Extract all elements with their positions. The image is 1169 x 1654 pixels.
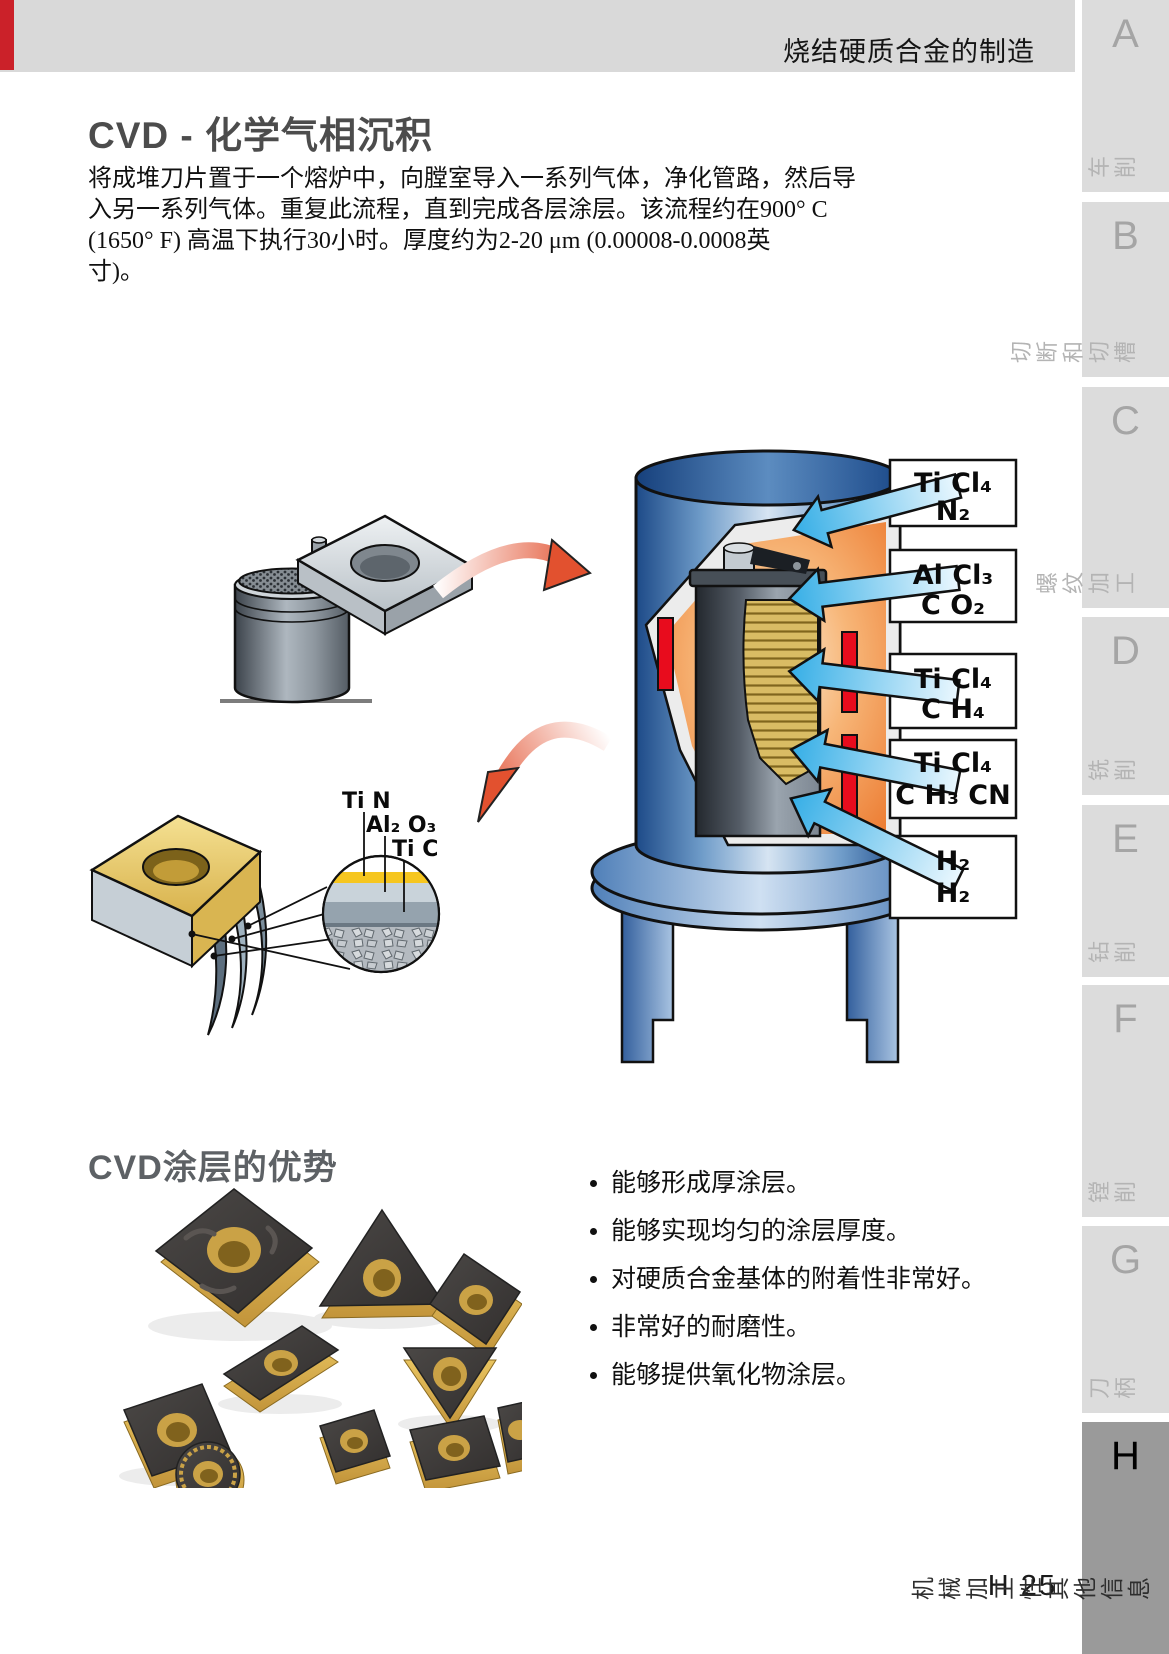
tab-letter: G bbox=[1109, 1238, 1142, 1282]
benefit-item: 能够实现均匀的涂层厚度。 bbox=[611, 1216, 1051, 1247]
tab-label: 铣削 bbox=[1086, 758, 1138, 781]
gas-label-3-line-2: C H₄ bbox=[921, 694, 985, 725]
header-band bbox=[0, 0, 1075, 72]
tab-label: 切断和切槽 bbox=[1008, 340, 1138, 363]
insert-photo-items bbox=[119, 1188, 522, 1488]
layer-label-al2o3: Al₂ O₃ bbox=[366, 813, 436, 838]
insert-stack-illustration bbox=[220, 514, 475, 704]
benefit-item: 能够提供氧化物涂层。 bbox=[611, 1360, 1051, 1391]
gas-label-3-line-1: Ti Cl₄ bbox=[914, 664, 992, 695]
gas-label-1-line-2: N₂ bbox=[936, 496, 970, 527]
uncoated-insert bbox=[295, 514, 475, 636]
tab-letter: E bbox=[1112, 817, 1139, 861]
tab-label: 钻削 bbox=[1086, 940, 1138, 963]
sidebar-tab-f-boring[interactable]: F 镗削 bbox=[1082, 985, 1169, 1217]
coated-insert-illustration: Ti N Al₂ O₃ Ti C bbox=[89, 789, 441, 1036]
page-title: CVD - 化学气相沉积 bbox=[88, 114, 433, 156]
tab-letter: B bbox=[1112, 214, 1139, 258]
gas-label-boxes bbox=[888, 458, 1018, 920]
gas-label-4-line-1: Ti Cl₄ bbox=[914, 748, 992, 779]
furnace-illustration bbox=[590, 449, 930, 1064]
gas-label-1-line-1: Ti Cl₄ bbox=[914, 468, 992, 499]
process-arrow-out bbox=[477, 721, 613, 823]
sidebar-tab-g-tooling[interactable]: G 刀柄 bbox=[1082, 1226, 1169, 1413]
sidebar-tab-c-threading[interactable]: C 螺纹加工 bbox=[1035, 387, 1169, 608]
tab-letter: H bbox=[1111, 1434, 1140, 1478]
tab-letter: F bbox=[1113, 997, 1138, 1041]
tab-label: 镗削 bbox=[1086, 1180, 1138, 1203]
tab-letter: D bbox=[1111, 629, 1140, 673]
coated-inserts-photo bbox=[119, 1188, 522, 1488]
cvd-furnace-diagram: Ti Cl₄ N₂ Al Cl₃ C O₂ Ti Cl₄ C H₄ Ti Cl₄… bbox=[89, 449, 1018, 1064]
benefits-title: CVD涂层的优势 bbox=[88, 1149, 338, 1188]
layer-label-tic: Ti C bbox=[392, 837, 438, 862]
tab-letter: A bbox=[1112, 12, 1139, 56]
gas-arrows bbox=[787, 472, 965, 893]
tab-letter: C bbox=[1111, 399, 1140, 443]
sidebar-tab-e-drilling[interactable]: E 钻削 bbox=[1082, 805, 1169, 977]
tab-label: 机械加工性 其他信息 bbox=[909, 1577, 1152, 1600]
layer-label-tin: Ti N bbox=[342, 789, 391, 814]
tab-label: 螺纹加工 bbox=[1034, 571, 1138, 594]
benefit-item: 对硬质合金基体的附着性非常好。 bbox=[611, 1264, 1051, 1295]
gas-label-5-line-1: H₂ bbox=[936, 846, 970, 877]
gas-label-4-line-2: C H₃ CN bbox=[895, 780, 1010, 811]
benefit-item: 能够形成厚涂层。 bbox=[611, 1168, 1051, 1199]
red-corner-mark bbox=[0, 0, 14, 70]
sidebar-tab-h-machinability-info[interactable]: H 机械加工性 其他信息 bbox=[910, 1422, 1169, 1654]
insert-stack-in-furnace bbox=[742, 599, 819, 786]
sidebar-tab-a-turning[interactable]: A 车削 bbox=[1082, 0, 1169, 192]
benefit-item: 非常好的耐磨性。 bbox=[611, 1312, 1051, 1343]
tab-label: 刀柄 bbox=[1086, 1376, 1138, 1399]
gas-label-2-line-1: Al Cl₃ bbox=[913, 560, 993, 591]
sidebar-tab-d-milling[interactable]: D 铣削 bbox=[1082, 617, 1169, 795]
tab-label: 车削 bbox=[1086, 155, 1138, 178]
process-arrow-in bbox=[432, 538, 592, 599]
intro-paragraph: 将成堆刀片置于一个熔炉中，向膛室导入一系列气体，净化管路，然后导 入另一系列气体… bbox=[88, 166, 856, 285]
header-title: 烧结硬质合金的制造 bbox=[783, 37, 1035, 67]
benefits-list: 能够形成厚涂层。 能够实现均匀的涂层厚度。 对硬质合金基体的附着性非常好。 非常… bbox=[585, 1168, 1051, 1408]
page-number: H 25 bbox=[987, 1570, 1057, 1602]
gas-label-5-line-2: H₂ bbox=[936, 878, 970, 909]
sidebar-tab-b-parting-grooving[interactable]: B 切断和切槽 bbox=[1009, 202, 1169, 377]
heater-bar-left bbox=[657, 617, 674, 691]
gas-label-2-line-2: C O₂ bbox=[921, 590, 985, 621]
coating-layer-cross-section bbox=[324, 872, 438, 971]
